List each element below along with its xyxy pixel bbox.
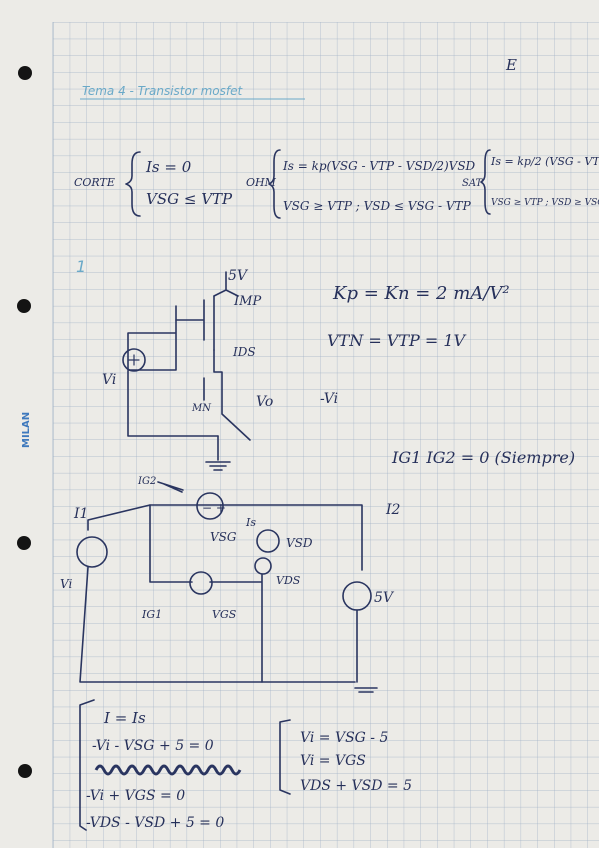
c2-vds-label: VDS — [276, 574, 301, 587]
sat-label: SAT — [462, 178, 484, 189]
c2-vsd-label: VSD — [286, 536, 313, 550]
ohm-eq2: VSG ≥ VTP ; VSD ≤ VSG - VTP — [283, 199, 472, 213]
c2-is-label: Is — [245, 516, 256, 529]
c2-vsd-source — [256, 529, 280, 553]
ohm-brace — [268, 149, 281, 219]
right-eq-bracket — [279, 719, 291, 795]
left-equations: I = Is -Vi - VSG + 5 = 0 -Vi + VGS = 0 -… — [79, 699, 242, 831]
c2-vgs-label: VGS — [212, 608, 237, 621]
c1-ground — [205, 435, 231, 471]
binder-hole-3 — [17, 536, 31, 550]
sat-region: SAT Is = kp/2 (VSG - VTP)² VSG ≥ VTP ; V… — [462, 149, 599, 215]
right-eq-3: VDS + VSD = 5 — [300, 778, 412, 794]
c2-ig2-label: IG2 — [137, 476, 156, 487]
c1-supply-label: 5V — [228, 268, 249, 284]
c2-vgs-source — [189, 571, 213, 595]
c1-vo-label: Vo — [256, 394, 273, 410]
c2-i1-label: I1 — [73, 506, 88, 522]
brand-text: MILAN — [21, 412, 32, 448]
page-title: Tema 4 - Transistor mosfet — [82, 84, 243, 98]
corte-label: CORTE — [74, 176, 115, 189]
corte-eq2: VSG ≤ VTP — [146, 190, 233, 208]
brand-logo: MILAN — [21, 412, 32, 448]
c2-bottom-wire — [79, 566, 378, 693]
binder-hole-4 — [18, 764, 32, 778]
corte-region: CORTE Is = 0 VSG ≤ VTP — [74, 151, 233, 217]
c2-ig1-label: IG1 — [141, 608, 162, 621]
ohm-label: OHM — [246, 176, 277, 189]
problem-number: 1 — [76, 257, 86, 276]
circuit-2: IG2 I1 − + VSG I2 Is VSD VDS VGS IG1 Vi … — [60, 476, 401, 693]
c1-imp-label: IMP — [233, 294, 261, 309]
c2-mid-wires — [149, 504, 263, 683]
binder-hole-2 — [17, 299, 31, 313]
left-eq-2: -Vi - VSG + 5 = 0 — [92, 738, 214, 754]
left-eq-3: -Vi + VGS = 0 — [86, 788, 185, 804]
right-equations: Vi = VSG - 5 Vi = VGS VDS + VSD = 5 — [279, 719, 412, 795]
c1-ground-wire — [127, 370, 219, 437]
c2-vi-source — [76, 536, 108, 568]
ohm-eq1: Is = kp(VSG - VTP - VSD/2)VSD — [282, 159, 476, 173]
corte-eq1: Is = 0 — [145, 158, 192, 176]
c1-supply-node — [213, 271, 239, 297]
c2-top-wire — [87, 504, 363, 571]
corner-mark: E — [505, 56, 517, 74]
sat-eq2: VSG ≥ VTP ; VSD ≥ VSG - VTP — [491, 198, 599, 208]
right-eq-1: Vi = VSG - 5 — [300, 730, 388, 746]
binder-hole-1 — [18, 66, 32, 80]
left-eq-bracket — [79, 699, 95, 831]
c1-nmos — [203, 349, 251, 441]
c2-vsg-label: VSG — [210, 530, 237, 544]
left-eq-1: I = Is — [103, 709, 146, 727]
c2-supply-label: 5V — [374, 590, 395, 606]
param-vt: VTN = VTP = 1V — [327, 331, 467, 350]
c1-pmos — [175, 295, 215, 351]
left-eq-4: -VDS - VSD + 5 = 0 — [86, 815, 224, 831]
sat-brace — [480, 149, 491, 215]
c1-mn-label: MN — [191, 403, 212, 414]
c2-vsg-sign: − + — [202, 501, 226, 515]
param-minus-vi: -Vi — [320, 391, 338, 407]
c2-scribble — [157, 481, 184, 493]
corte-brace — [125, 151, 141, 217]
ohm-region: OHM Is = kp(VSG - VTP - VSD/2)VSD VSG ≥ … — [246, 149, 476, 219]
c2-vsg-source — [196, 492, 224, 520]
c2-i2-label: I2 — [385, 502, 401, 518]
right-eq-2: Vi = VGS — [300, 753, 366, 769]
c2-vds-source — [254, 557, 272, 575]
c1-vi-source — [122, 348, 146, 372]
c2-5v-source — [342, 581, 372, 611]
param-k: Kp = Kn = 2 mA/V² — [332, 283, 510, 304]
c1-vi-sign — [128, 354, 140, 366]
circuit-1: 5V IMP Vi IDS MN Vo — [102, 268, 273, 471]
c1-ids-label: IDS — [232, 345, 256, 359]
gates-current-note: IG1 IG2 = 0 (Siempre) — [391, 448, 575, 467]
c2-vi-label: Vi — [60, 577, 72, 591]
sat-eq1: Is = kp/2 (VSG - VTP)² — [490, 155, 599, 168]
scribbled-out-line — [94, 764, 242, 776]
c1-vi-label: Vi — [102, 372, 116, 388]
